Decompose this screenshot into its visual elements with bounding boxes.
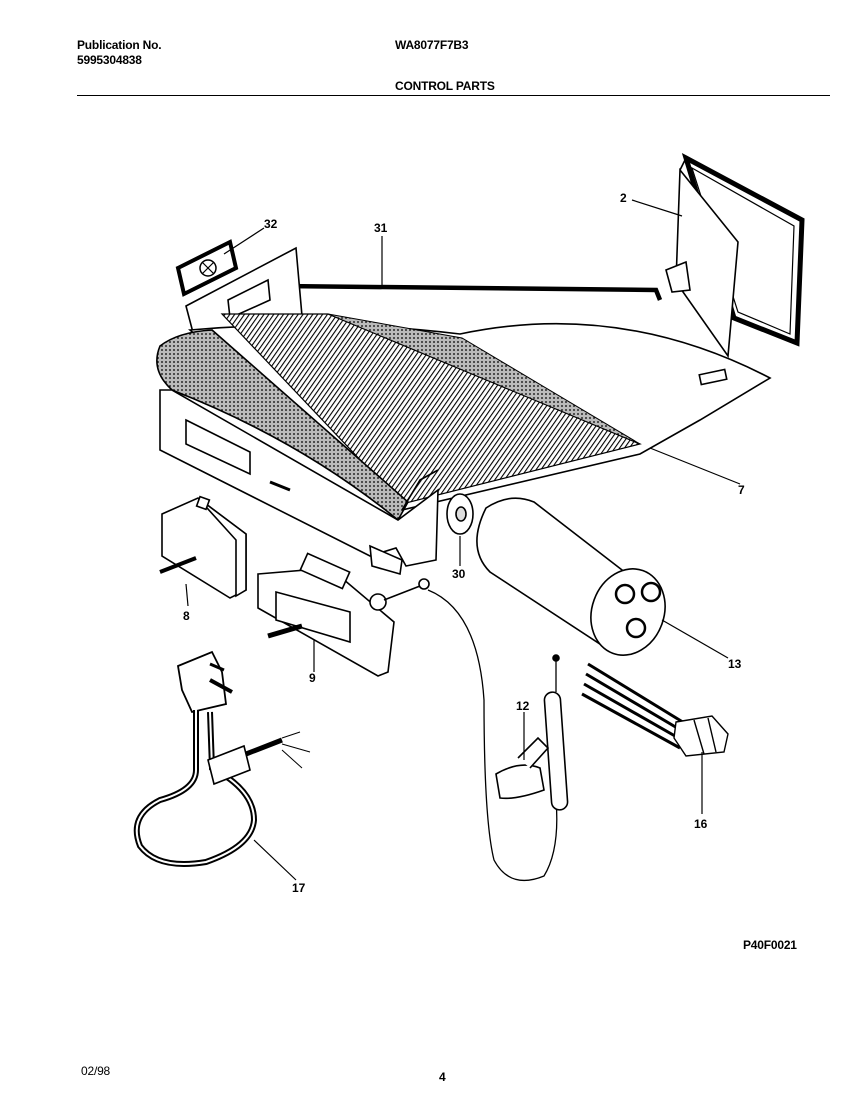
callout-2: 2 [620,191,627,205]
part-8-switch [159,495,247,599]
part-12-sensor [495,654,569,811]
header-rule [77,95,830,96]
section-title: CONTROL PARTS [395,79,495,93]
leader-lines [185,199,741,881]
leader-7 [649,447,741,485]
part-7-control-housing [156,246,772,576]
part-30-washer [446,493,474,535]
publication-label: Publication No. [77,38,162,52]
callout-9: 9 [309,671,316,685]
figure-code: P40F0021 [743,938,797,952]
leader-32 [223,227,265,255]
model-number: WA8077F7B3 [395,38,469,52]
callout-8: 8 [183,609,190,623]
leader-13 [661,619,729,659]
part-17-power-cord [133,650,311,867]
page-number: 4 [439,1070,446,1084]
part-callouts: 2 31 32 7 8 9 30 13 12 16 17 [183,191,745,895]
part-2-filter-frame [665,152,805,359]
callout-17: 17 [292,881,306,895]
part-32-plate [175,239,239,297]
leader-17 [253,839,297,881]
part-9-thermostat [257,552,430,677]
publication-number: 5995304838 [77,53,142,67]
part-16-harness [581,662,729,757]
part-13-capacitor [476,497,666,656]
callout-16: 16 [694,817,708,831]
callout-7: 7 [738,483,745,497]
footer-date: 02/98 [81,1064,111,1078]
leader-2 [631,199,683,217]
part-31-rod [276,283,663,301]
callout-13: 13 [728,657,742,671]
capillary-tube [427,589,558,882]
callout-31: 31 [374,221,388,235]
callout-12: 12 [516,699,530,713]
callout-30: 30 [452,567,466,581]
callout-32: 32 [264,217,278,231]
leader-8 [185,583,189,607]
